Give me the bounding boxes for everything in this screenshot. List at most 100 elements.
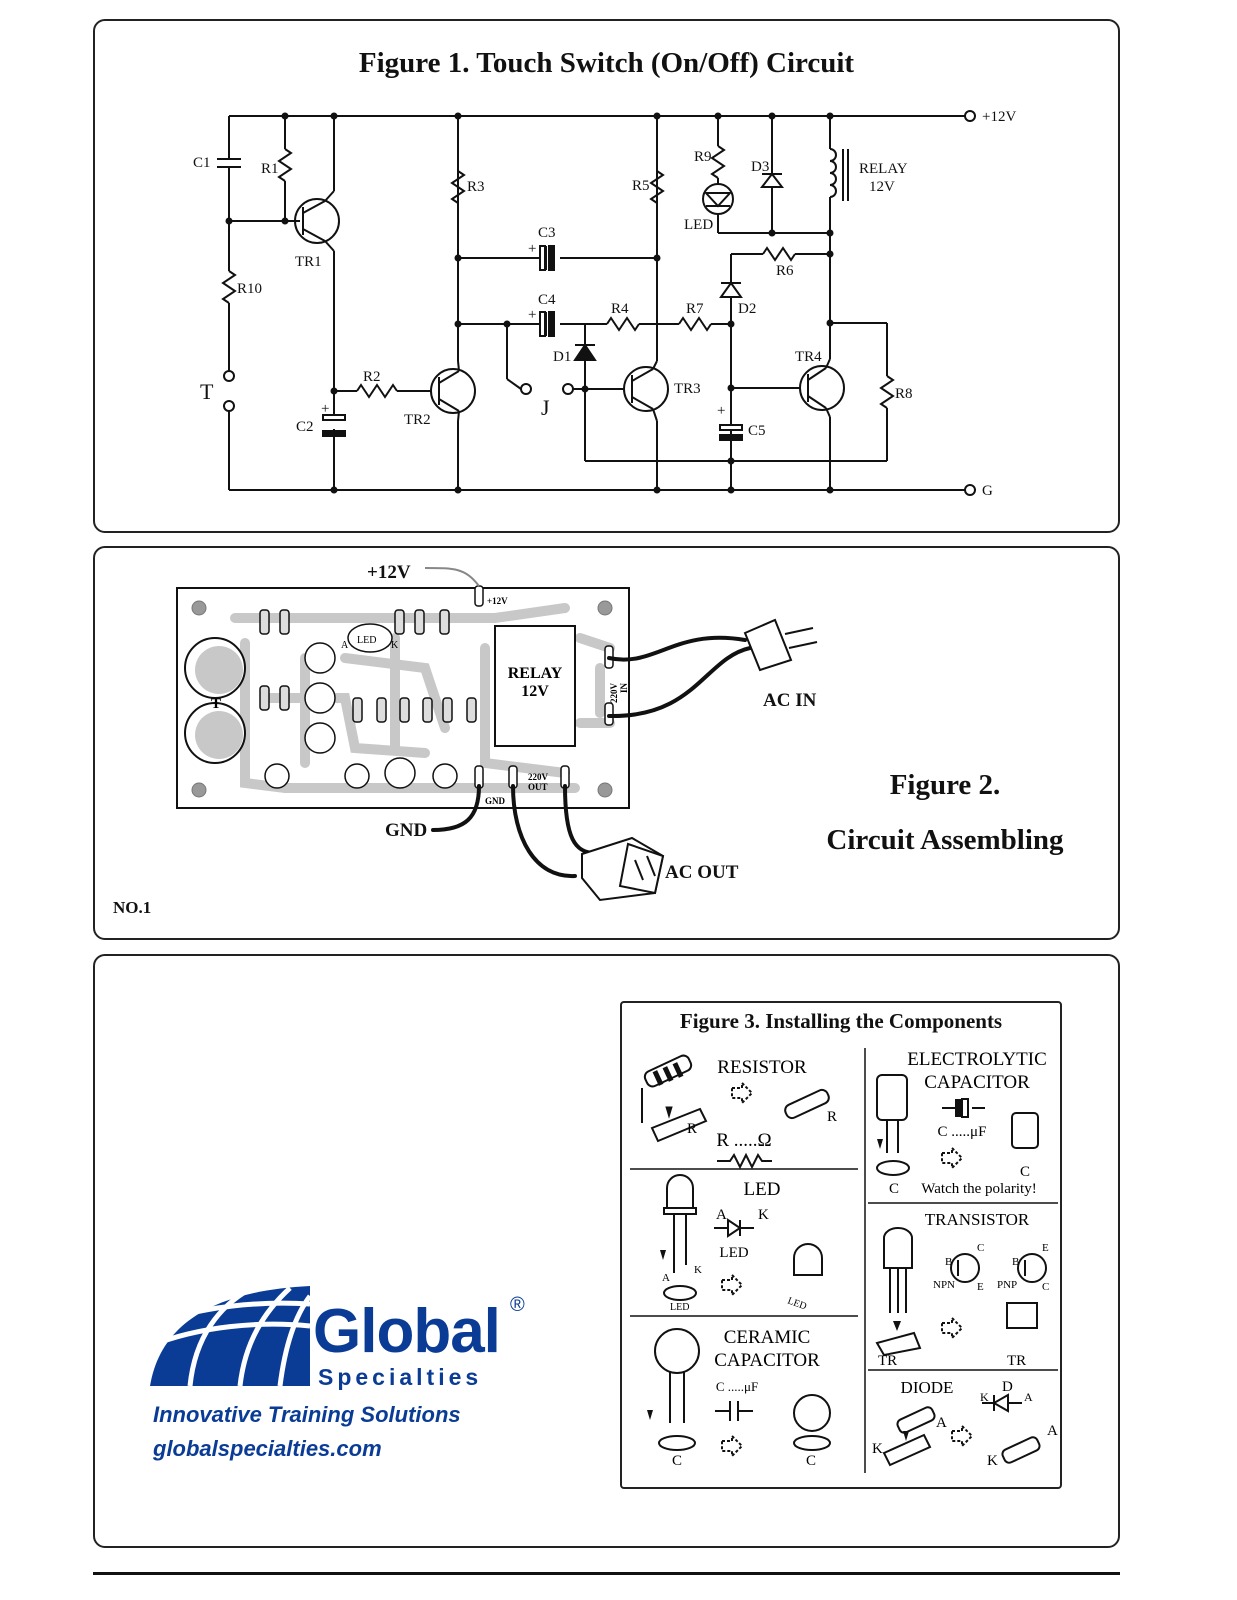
svg-text:C: C (889, 1181, 899, 1197)
svg-text:E: E (977, 1281, 984, 1293)
plus-c4: + (528, 307, 536, 323)
label-d2: D2 (738, 301, 756, 317)
svg-text:IN: IN (619, 682, 629, 693)
label-led: LED (684, 217, 713, 233)
label-r1: R1 (261, 161, 279, 177)
logo-wordmark: Global (313, 1297, 501, 1366)
svg-text:LED: LED (744, 1179, 781, 1200)
resistor-formula: R .....Ω (716, 1130, 771, 1151)
svg-text:LED: LED (670, 1302, 689, 1313)
svg-text:OUT: OUT (528, 782, 548, 792)
svg-text:LED: LED (786, 1295, 808, 1312)
label-tr4: TR4 (795, 349, 822, 365)
svg-text:NPN: NPN (933, 1279, 955, 1291)
circuit-assembly-drawing: T LED A K RELAY 12V 220V IN (176, 562, 818, 902)
svg-text:C: C (672, 1453, 682, 1469)
svg-text:Watch the polarity!: Watch the polarity! (921, 1181, 1036, 1197)
logo-registered-mark: ® (510, 1294, 525, 1316)
svg-text:D: D (1002, 1379, 1013, 1395)
svg-text:R: R (827, 1109, 837, 1125)
svg-text:DIODE: DIODE (901, 1378, 954, 1397)
svg-text:CAPACITOR: CAPACITOR (924, 1072, 1030, 1093)
svg-text:C: C (1042, 1281, 1049, 1293)
label-d3: D3 (751, 159, 769, 175)
label-tr3: TR3 (674, 381, 701, 397)
svg-text:B: B (945, 1256, 952, 1268)
label-c1: C1 (193, 155, 211, 171)
label-ac-out: AC OUT (665, 862, 739, 883)
label-r9: R9 (694, 149, 712, 165)
label-tr2: TR2 (404, 412, 431, 428)
figure3-panel: Global ® Specialties Innovative Training… (93, 954, 1120, 1548)
figure3-title: Figure 3. Installing the Components (679, 1009, 1003, 1033)
svg-text:R: R (687, 1121, 697, 1137)
pcb-led-label: LED (357, 635, 376, 646)
figure2-panel: T LED A K RELAY 12V 220V IN (93, 546, 1120, 940)
label-t: T (200, 379, 214, 404)
figure1-title: Figure 1. Touch Switch (On/Off) Circuit (358, 47, 855, 79)
label-c4: C4 (538, 292, 556, 308)
plus-c5: + (717, 403, 725, 419)
svg-text:K: K (872, 1441, 883, 1457)
bottom-rule (93, 1572, 1120, 1575)
svg-text:B: B (1012, 1256, 1019, 1268)
figure1-panel: Figure 1. Touch Switch (On/Off) Circuit (93, 19, 1120, 533)
svg-text:A: A (662, 1272, 670, 1284)
svg-text:220V: 220V (609, 683, 619, 704)
logo-url: globalspecialties.com (153, 1436, 382, 1461)
svg-text:CAPACITOR: CAPACITOR (714, 1350, 820, 1371)
svg-text:K: K (758, 1207, 769, 1223)
svg-text:C: C (806, 1453, 816, 1469)
svg-text:K: K (980, 1390, 989, 1404)
svg-text:TR: TR (878, 1353, 897, 1369)
pad-label-t: T (211, 696, 221, 712)
label-g: G (982, 483, 993, 499)
label-relay: RELAY (859, 161, 908, 177)
label-vplus: +12V (982, 109, 1016, 125)
label-c2: C2 (296, 419, 314, 435)
svg-text:ELECTROLYTIC: ELECTROLYTIC (907, 1049, 1047, 1070)
label-gnd-wire: GND (385, 820, 427, 841)
label-j: J (541, 395, 550, 420)
label-tr1: TR1 (295, 254, 322, 270)
label-r10: R10 (237, 281, 262, 297)
svg-text:RELAY: RELAY (508, 665, 563, 682)
label-r6: R6 (776, 263, 794, 279)
svg-text:PNP: PNP (997, 1279, 1017, 1291)
label-r5: R5 (632, 178, 650, 194)
label-ac-in: AC IN (763, 690, 817, 711)
label-c5: C5 (748, 423, 766, 439)
svg-text:K: K (987, 1453, 998, 1469)
label-r3: R3 (467, 179, 485, 195)
label-r8: R8 (895, 386, 913, 402)
globe-logo-icon (149, 1286, 313, 1387)
svg-text:A: A (936, 1415, 947, 1431)
svg-text:K: K (694, 1264, 702, 1276)
svg-text:GND: GND (485, 796, 506, 806)
svg-text:TR: TR (1007, 1353, 1026, 1369)
svg-text:C: C (977, 1242, 984, 1254)
svg-text:A: A (716, 1207, 727, 1223)
svg-text:A: A (341, 640, 349, 651)
label-r7: R7 (686, 301, 704, 317)
figure2-title: Figure 2. Circuit Assembling (826, 769, 1064, 856)
pcb-relay (494, 625, 576, 747)
svg-text:A: A (1047, 1423, 1058, 1439)
svg-text:A: A (1024, 1390, 1033, 1404)
svg-text:E: E (1042, 1242, 1049, 1254)
plus-c2: + (321, 401, 329, 417)
logo-tagline: Innovative Training Solutions (153, 1402, 461, 1427)
svg-text:CERAMIC: CERAMIC (724, 1327, 811, 1348)
label-vplus-wire: +12V (367, 562, 411, 583)
figure3-box: Figure 3. Installing the Components RESI… (620, 1001, 1062, 1489)
label-c3: C3 (538, 225, 556, 241)
svg-text:C .....μF: C .....μF (716, 1379, 758, 1394)
label-r4: R4 (611, 301, 629, 317)
resistor-title: RESISTOR (717, 1057, 807, 1078)
label-d1: D1 (553, 349, 571, 365)
svg-text:TRANSISTOR: TRANSISTOR (925, 1210, 1030, 1229)
logo-subtitle: Specialties (318, 1364, 483, 1390)
label-relay-v: 12V (869, 179, 895, 195)
touch-switch-schematic: C1 R1 TR1 R10 T R2 C2 + TR2 R3 C3 + C4 +… (193, 109, 1016, 499)
plus-c3: + (528, 241, 536, 257)
